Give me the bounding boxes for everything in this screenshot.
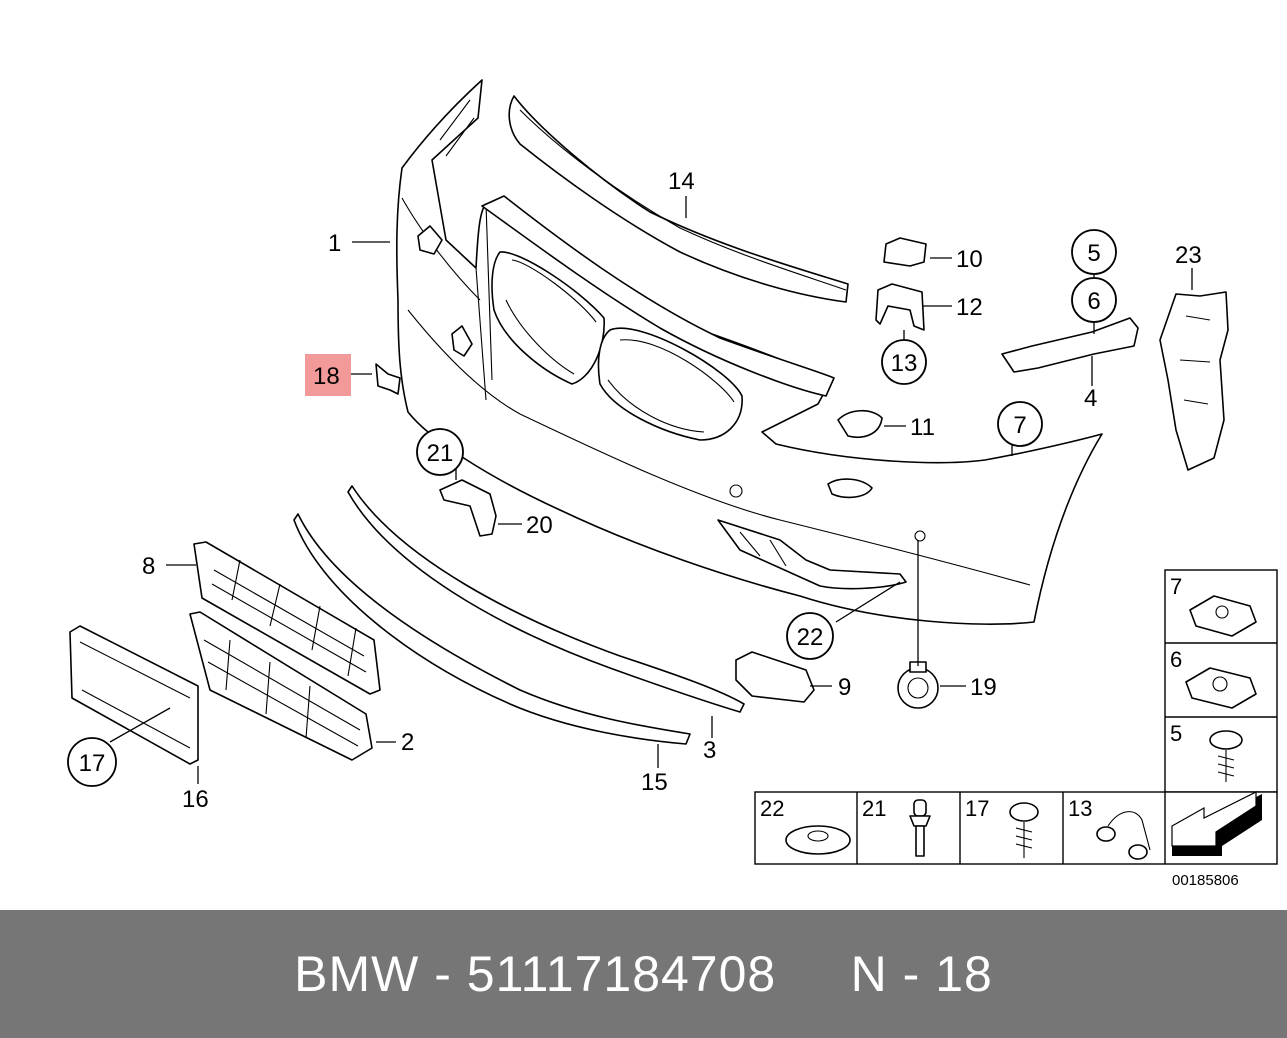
callout-1: 1 [328, 230, 341, 257]
small-clip-part [375, 363, 401, 395]
plate-base-part [69, 625, 199, 765]
callouts: 1 2 3 4 8 9 10 11 12 14 15 16 18 19 20 2… [142, 168, 1202, 813]
callout-2: 2 [401, 729, 414, 756]
callout-20: 20 [526, 512, 553, 539]
legend-cell-5: 5 [1170, 721, 1182, 746]
part-number-caption: BMW - 51117184708 N - 18 [294, 946, 993, 1002]
callout-5: 5 [1087, 240, 1100, 267]
callout-23: 23 [1175, 242, 1202, 269]
lower-grille-part [189, 611, 373, 761]
holder-part [439, 479, 497, 537]
side-support-part [1159, 291, 1229, 471]
side-bracket-part [1001, 317, 1139, 373]
callout-7: 7 [1013, 412, 1026, 439]
callout-22: 22 [797, 624, 824, 651]
bracket-part [875, 283, 925, 331]
callout-10: 10 [956, 246, 983, 273]
legend-cell-6: 6 [1170, 647, 1182, 672]
trim-strip-part [347, 485, 745, 713]
insert-part [735, 651, 815, 703]
sensor-part [897, 661, 939, 709]
legend-right-column: 7 6 5 [1164, 569, 1278, 793]
bumper-cover-part [396, 79, 1103, 625]
clip-part [883, 237, 927, 267]
callout-11: 11 [910, 414, 935, 441]
legend-cell-17: 17 [965, 796, 989, 821]
callout-18: 18 [313, 363, 340, 390]
callout-9: 9 [838, 674, 851, 701]
callout-16: 16 [182, 786, 209, 813]
circled-callouts: 5 6 7 13 17 21 22 [67, 229, 1117, 787]
callout-12: 12 [956, 294, 983, 321]
callout-8: 8 [142, 553, 155, 580]
footer-bar: BMW - 51117184708 N - 18 [0, 910, 1287, 1038]
highlight-box [305, 354, 351, 396]
callout-4: 4 [1084, 385, 1097, 412]
leader-lines [109, 196, 1193, 784]
callout-21: 21 [427, 440, 454, 467]
legend-cell-13: 13 [1068, 796, 1092, 821]
callout-3: 3 [703, 737, 716, 764]
legend-cell-21: 21 [862, 796, 886, 821]
callout-14: 14 [668, 168, 695, 195]
parts-diagram: 1 2 3 4 8 9 10 11 12 14 15 16 18 19 20 2… [67, 79, 1278, 889]
diagram-code: 00185806 [1172, 872, 1239, 889]
callout-6: 6 [1087, 288, 1100, 315]
legend-cell-7: 7 [1170, 574, 1182, 599]
callout-13: 13 [891, 350, 918, 377]
callout-15: 15 [641, 769, 668, 796]
grille-frame-part [193, 541, 381, 695]
cap-part [837, 409, 883, 438]
callout-19: 19 [970, 674, 997, 701]
legend-cell-22: 22 [760, 796, 784, 821]
lower-strip-part [293, 513, 691, 745]
support-strip-part [508, 95, 849, 303]
legend-bottom-row: 22 21 17 13 [754, 791, 1278, 865]
callout-17: 17 [79, 750, 106, 777]
